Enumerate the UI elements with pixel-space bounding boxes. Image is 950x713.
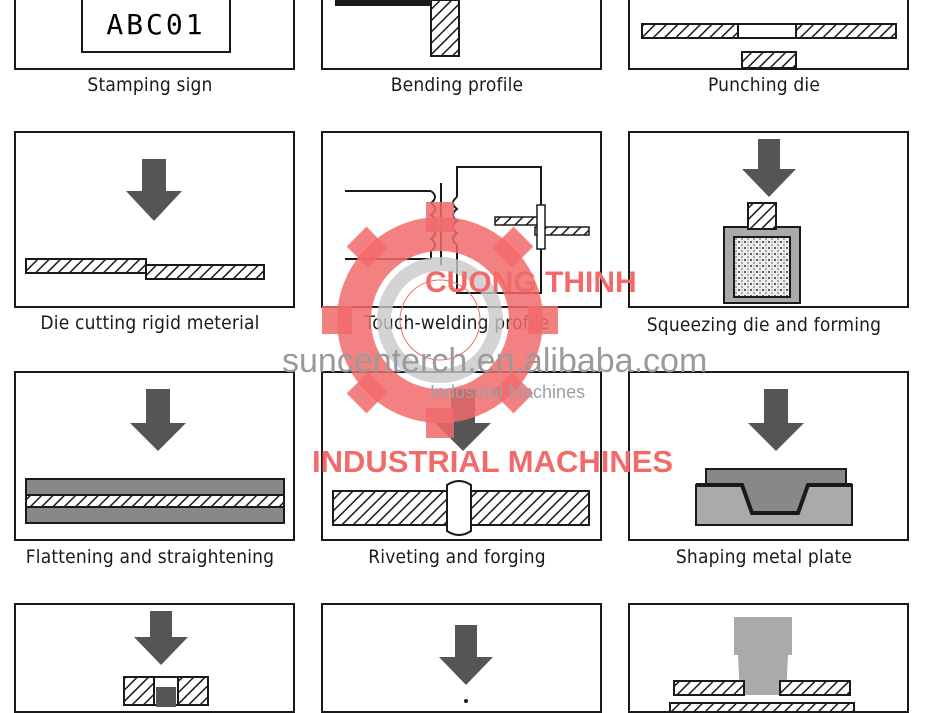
label-squeezing-die: Squeezing die and forming [646,314,882,336]
label-shaping-plate: Shaping metal plate [675,546,853,568]
panel-riveting [321,371,602,541]
label-punching-die: Punching die [707,74,821,96]
panel-stamping-sign: ABC01 [14,0,295,70]
flattening-diagram [25,389,285,524]
panel-shaping-plate [628,371,909,541]
panel-row4-3 [628,603,909,713]
panel-row4-1 [14,603,295,713]
stamping-sign-diagram [81,0,231,53]
label-touch-welding: Touch-welding profile [364,312,550,334]
panel-squeezing-die [628,131,909,308]
label-stamping-sign: Stamping sign [87,74,213,96]
stamp-text: ABC01 [106,8,206,41]
panel-flattening [14,371,295,541]
die-cutting-diagram [25,159,265,280]
row4-diagram-1 [123,611,209,707]
label-die-cutting: Die cutting rigid meterial [40,312,260,334]
label-riveting: Riveting and forging [368,546,546,568]
label-flattening: Flattening and straightening [25,546,275,568]
riveting-diagram [332,389,590,536]
touch-welding-diagram [345,166,590,294]
label-bending-profile: Bending profile [390,74,524,96]
row4-diagram-2 [439,625,493,703]
panel-bending-profile [321,0,602,70]
panel-punching-die [628,0,909,70]
row4-diagram-3 [669,617,855,711]
panel-touch-welding [321,131,602,308]
panel-row4-2 [321,603,602,713]
bending-profile-diagram [335,0,460,57]
shaping-plate-diagram [695,389,853,526]
squeezing-die-diagram [723,139,801,304]
panel-die-cutting [14,131,295,308]
punching-die-diagram [641,23,897,68]
